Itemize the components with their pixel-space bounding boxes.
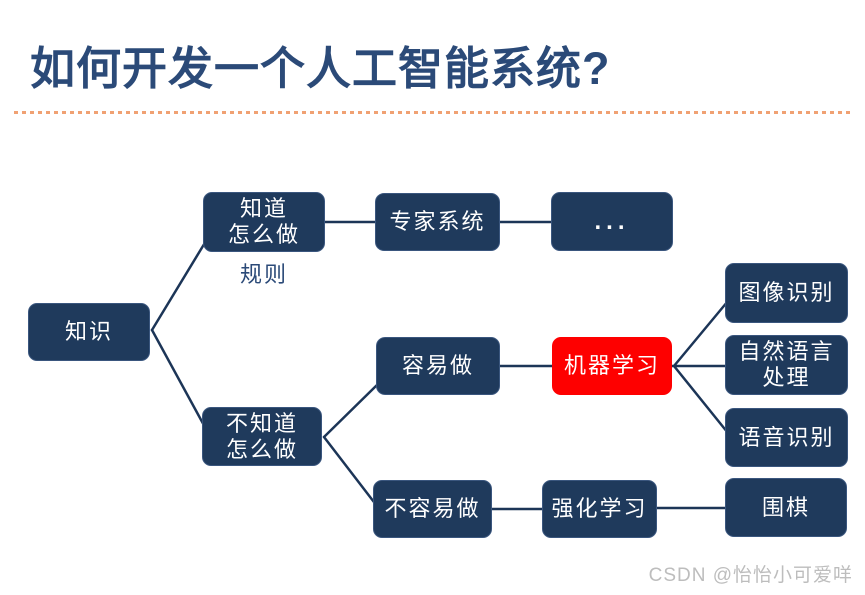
node-ellipsis: ... bbox=[551, 192, 673, 251]
title-underline bbox=[14, 111, 852, 114]
node-label: 强化学习 bbox=[551, 496, 648, 521]
node-nlp: 自然语言 处理 bbox=[725, 335, 848, 395]
node-machine-learning: 机器学习 bbox=[552, 337, 672, 395]
node-speech-recognition: 语音识别 bbox=[725, 408, 848, 467]
node-expert-system: 专家系统 bbox=[375, 193, 500, 251]
node-easy: 容易做 bbox=[376, 337, 500, 395]
node-label: 知道 bbox=[239, 196, 288, 221]
node-label: 处理 bbox=[762, 365, 811, 390]
connector bbox=[322, 382, 380, 439]
node-label: 自然语言 bbox=[738, 339, 835, 364]
node-image-recognition: 图像识别 bbox=[725, 263, 848, 323]
node-label: 怎么做 bbox=[225, 436, 298, 462]
page-title: 如何开发一个人工智能系统? bbox=[30, 43, 611, 94]
node-label: 围棋 bbox=[761, 494, 810, 520]
node-knowledge: 知识 bbox=[28, 303, 150, 361]
connector bbox=[150, 239, 208, 332]
connector bbox=[150, 328, 208, 431]
node-label: 不容易做 bbox=[384, 496, 481, 521]
node-go-game: 围棋 bbox=[725, 478, 847, 537]
node-label: 容易做 bbox=[401, 353, 474, 378]
node-label: 不知道 bbox=[225, 410, 298, 436]
node-not-easy: 不容易做 bbox=[373, 480, 492, 538]
node-know-how: 知道 怎么做 bbox=[203, 192, 325, 252]
connector bbox=[672, 364, 730, 435]
node-label: 怎么做 bbox=[227, 222, 300, 247]
node-reinforcement-learning: 强化学习 bbox=[542, 480, 657, 538]
node-label: 语音识别 bbox=[738, 424, 835, 450]
node-label: 图像识别 bbox=[738, 280, 835, 305]
connector bbox=[672, 299, 730, 368]
connector bbox=[322, 435, 379, 508]
node-label: 机器学习 bbox=[563, 353, 660, 378]
watermark: CSDN @怡怡小可爱咩 bbox=[648, 565, 853, 586]
node-label: 专家系统 bbox=[389, 209, 486, 234]
node-label: 知识 bbox=[64, 319, 113, 344]
rules-note: 规则 bbox=[239, 262, 288, 287]
node-not-know-how: 不知道 怎么做 bbox=[202, 407, 322, 466]
node-label: ... bbox=[594, 207, 630, 235]
